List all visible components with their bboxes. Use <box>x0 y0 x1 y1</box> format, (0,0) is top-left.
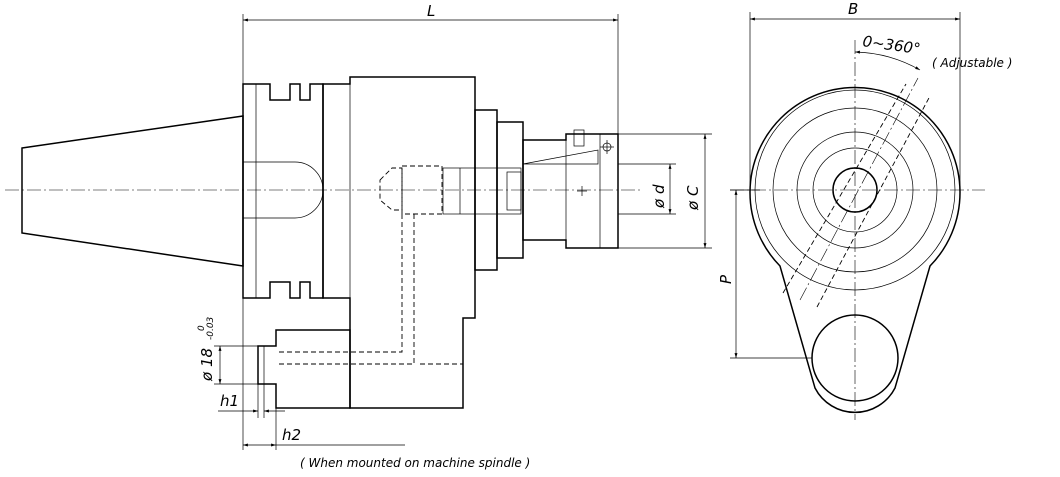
taper-shank <box>21 115 244 267</box>
label-h1: h1 <box>220 392 239 410</box>
end-ring-1 <box>772 107 938 273</box>
adjust-axis <box>799 77 919 301</box>
end-ring-3 <box>812 147 898 233</box>
label-adjustable: ( Adjustable ) <box>932 56 1012 70</box>
footnote: ( When mounted on machine spindle ) <box>300 456 530 470</box>
end-ring-2 <box>796 131 914 249</box>
flange <box>242 83 324 299</box>
end-bore <box>832 167 878 213</box>
label-P: P <box>717 274 735 284</box>
label-L: L <box>427 2 435 20</box>
set-screw <box>573 129 585 147</box>
hidden-bore-2 <box>401 165 443 215</box>
nozzle <box>257 329 351 409</box>
label-phi-18: ø 18 <box>198 348 216 382</box>
adjust-hidden-1 <box>782 83 907 294</box>
side-view <box>5 76 640 409</box>
label-h2: h2 <box>282 426 301 444</box>
label-B: B <box>848 0 858 18</box>
coolant-channel-2 <box>276 214 415 365</box>
dimensions: L B 0~360° ( Adjustable ) P ø d ø C ø 18… <box>197 0 1012 470</box>
main-body <box>322 76 476 409</box>
dim-angle <box>854 50 921 71</box>
collet-taper <box>522 149 599 165</box>
spindle-nose <box>522 133 619 249</box>
label-phi-C: ø C <box>684 185 702 211</box>
end-view <box>730 40 985 420</box>
nut-thread <box>506 171 522 211</box>
end-outline <box>749 86 961 414</box>
label-tol-upper: 0 <box>197 325 207 331</box>
hidden-nut <box>442 167 522 215</box>
hidden-bore <box>379 167 403 211</box>
label-phi-d: ø d <box>650 184 668 209</box>
label-angle: 0~360° <box>861 32 921 58</box>
label-tol-lower: -0.03 <box>206 316 216 340</box>
coolant-channel <box>276 214 403 353</box>
